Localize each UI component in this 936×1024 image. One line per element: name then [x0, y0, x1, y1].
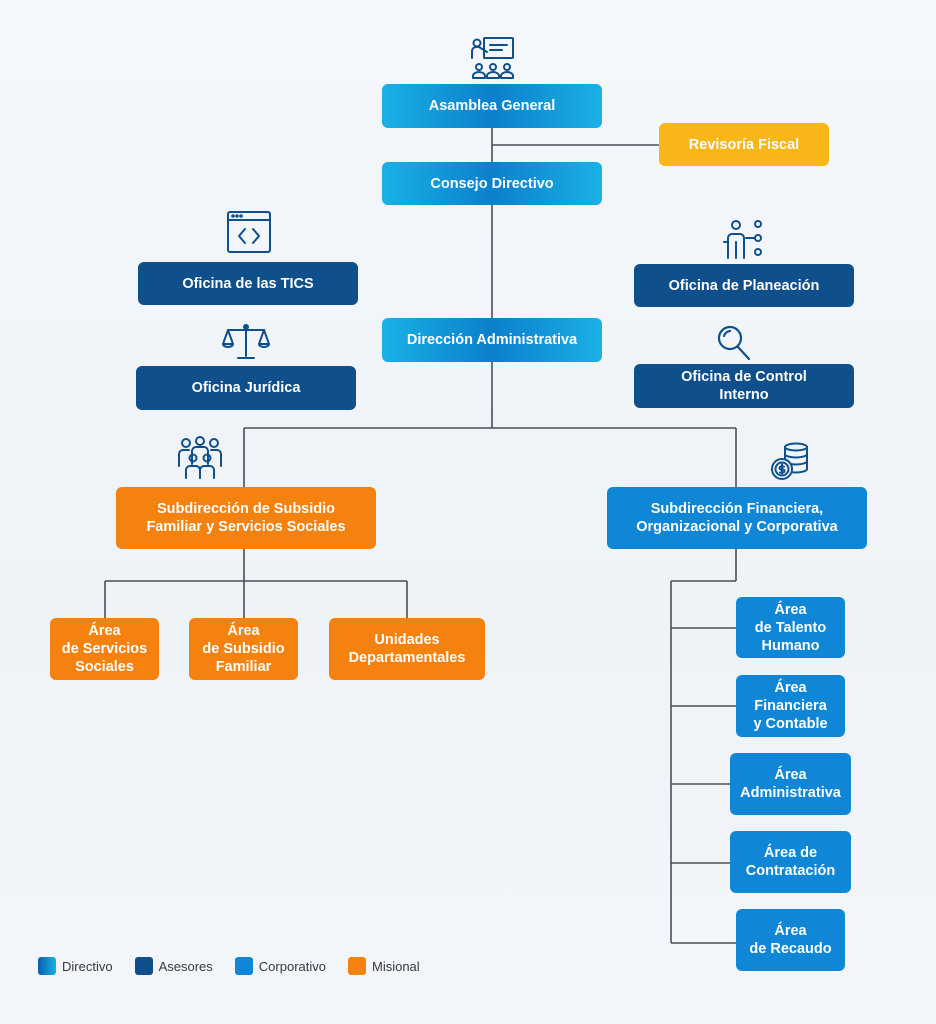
node-oficina-control-interno: Oficina de Control Interno [634, 364, 854, 408]
node-direccion-administrativa: Dirección Administrativa [382, 318, 602, 362]
legend-swatch-corporativo [234, 957, 253, 975]
node-subdireccion-financiera: Subdirección Financiera, Organizacional … [607, 487, 867, 549]
legend-item-corporativo: Corporativo [234, 957, 326, 975]
legend-item-directivo: Directivo [38, 957, 113, 975]
legend-swatch-asesores [134, 957, 153, 975]
coins-stack-icon [770, 442, 810, 482]
legend-swatch-misional [347, 957, 366, 975]
legend: Directivo Asesores Corporativo Misional [38, 957, 442, 975]
node-oficina-planeacion: Oficina de Planeación [634, 264, 854, 307]
legend-label: Misional [371, 958, 420, 974]
person-planning-icon [722, 218, 766, 262]
node-asamblea-general: Asamblea General [382, 84, 602, 128]
node-area-servicios-sociales: Área de Servicios Sociales [50, 618, 159, 680]
node-revisoria-fiscal: Revisoría Fiscal [659, 123, 829, 166]
node-unidades-departamentales: Unidades Departamentales [329, 618, 485, 680]
node-area-financiera-contable: Área Financiera y Contable [736, 675, 845, 737]
node-area-talento-humano: Área de Talento Humano [736, 597, 845, 658]
node-consejo-directivo: Consejo Directivo [382, 162, 602, 205]
node-subdireccion-subsidio: Subdirección de Subsidio Familiar y Serv… [116, 487, 376, 549]
legend-label: Asesores [158, 958, 213, 974]
node-oficina-juridica: Oficina Jurídica [136, 366, 356, 410]
legend-label: Directivo [62, 958, 113, 974]
presentation-audience-icon [470, 36, 516, 80]
people-group-icon [176, 436, 224, 480]
legend-item-asesores: Asesores [134, 957, 213, 975]
legend-item-misional: Misional [347, 957, 420, 975]
node-area-recaudo: Área de Recaudo [736, 909, 845, 971]
scales-of-justice-icon [222, 322, 270, 362]
legend-label: Corporativo [258, 958, 326, 974]
node-area-administrativa: Área Administrativa [730, 753, 851, 815]
node-area-subsidio-familiar: Área de Subsidio Familiar [189, 618, 298, 680]
node-area-contratacion: Área de Contratación [730, 831, 851, 893]
magnifying-glass-icon [716, 324, 752, 362]
node-oficina-tics: Oficina de las TICS [138, 262, 358, 305]
code-window-icon [226, 210, 272, 254]
legend-swatch-directivo [38, 957, 56, 975]
